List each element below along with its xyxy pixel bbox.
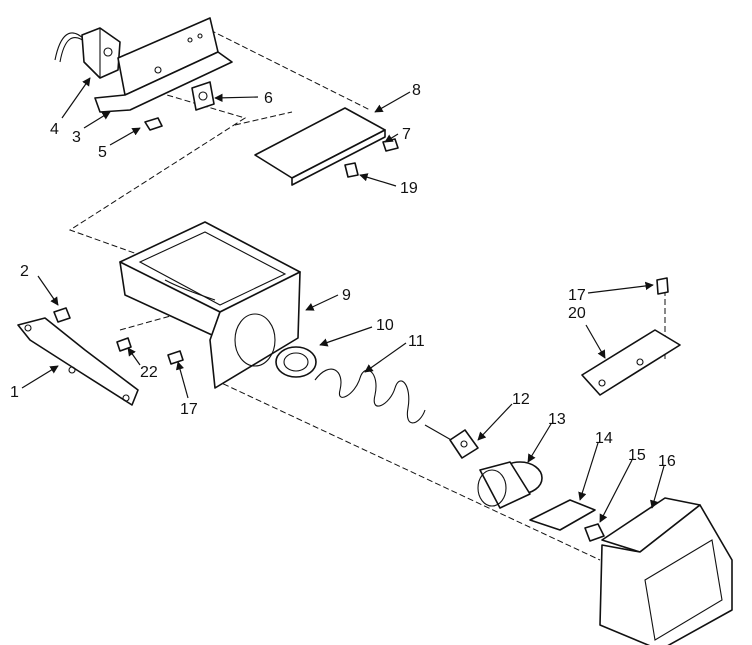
callout-1: 1 (10, 384, 19, 401)
mounting-bracket-part (94, 17, 233, 113)
callout-4: 4 (50, 121, 59, 138)
callout-8: 8 (412, 82, 421, 99)
callout-19: 19 (400, 180, 418, 197)
screw-part-19 (344, 162, 359, 178)
bearing-part (275, 346, 317, 378)
callout-17-right: 17 (568, 287, 586, 304)
callout-20: 20 (568, 305, 586, 322)
callout-5: 5 (98, 144, 107, 161)
rail-bracket-part (17, 317, 139, 406)
screw-part-7 (382, 138, 399, 152)
clip-part (191, 81, 215, 111)
leader-lines (21, 77, 665, 523)
callout-13: 13 (548, 411, 566, 428)
callout-labels: 4 3 5 6 8 7 19 2 1 22 17 9 10 11 12 13 1… (10, 82, 676, 470)
callout-9: 9 (342, 287, 351, 304)
callout-15: 15 (628, 447, 646, 464)
callout-3: 3 (72, 129, 81, 146)
tube-part (477, 461, 543, 509)
chute-housing-part (599, 497, 733, 645)
callout-14: 14 (595, 430, 613, 447)
callout-12: 12 (512, 391, 530, 408)
callout-2: 2 (20, 263, 29, 280)
callout-11: 11 (408, 333, 425, 350)
bracket-part-20 (581, 329, 681, 396)
nut-part (584, 523, 605, 542)
callout-6: 6 (264, 90, 273, 107)
callout-22: 22 (140, 364, 158, 381)
screw-part-22 (116, 337, 132, 352)
auger-spring-part (314, 368, 461, 446)
screw-part-17-right (656, 277, 669, 295)
screw-part-2 (53, 307, 71, 323)
callout-17-left: 17 (180, 401, 198, 418)
screw-part-5 (144, 117, 163, 131)
motor-part (54, 27, 121, 79)
cover-plate-part (254, 107, 386, 186)
callout-7: 7 (402, 126, 411, 143)
screw-part-17-left (167, 350, 184, 365)
callout-16: 16 (658, 453, 676, 470)
callout-10: 10 (376, 317, 394, 334)
washer-part (449, 429, 479, 459)
ice-bucket-part (119, 221, 301, 389)
clip-part-14 (529, 499, 596, 531)
